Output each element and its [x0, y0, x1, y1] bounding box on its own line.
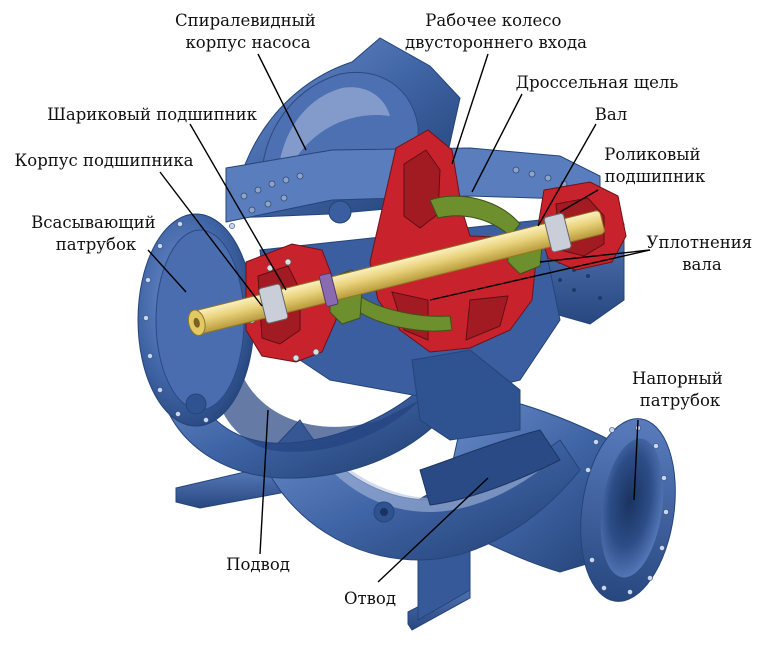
label-throttle-gap: Дроссельная щель	[516, 73, 679, 92]
casing-boss	[328, 200, 352, 224]
leader-shaft	[537, 123, 597, 227]
shaft-sleeve-right	[543, 213, 572, 253]
label-impeller: Рабочее колесо двустороннего входа	[405, 11, 587, 52]
leader-bearing-housing	[159, 171, 263, 307]
central-pedestal	[411, 349, 521, 441]
suction-boss	[185, 393, 207, 415]
inlet-bowl-shade	[214, 368, 420, 452]
label-inlet: Подвод	[226, 555, 290, 574]
leader-seal-left	[429, 249, 651, 301]
casing-flange-bolts	[240, 166, 568, 214]
leader-roller-bearing	[559, 189, 599, 213]
callout-labels: Спиралевидный корпус насоса Рабочее коле…	[14, 11, 758, 608]
outlet-channel-highlight	[316, 440, 540, 512]
label-bearing-housing: Корпус подшипника	[14, 151, 193, 170]
outlet-inner	[419, 429, 561, 506]
leader-ball-bearing	[189, 123, 287, 291]
shaft-sleeve-left	[258, 283, 289, 324]
label-outlet: Отвод	[344, 589, 396, 608]
leader-discharge-nozzle	[633, 419, 639, 501]
shaft-collar	[318, 272, 339, 307]
label-shaft-seals: Уплотнения вала	[647, 233, 758, 274]
leader-lines	[147, 53, 651, 583]
label-roller-bearing: Роликовый подшипник	[604, 145, 706, 186]
leader-inlet	[259, 409, 269, 555]
label-discharge-nozzle: Напорный патрубок	[632, 369, 728, 410]
label-suction-nozzle: Всасывающий патрубок	[31, 213, 161, 254]
leader-outlet	[377, 477, 489, 583]
leader-throttle-gap	[471, 93, 523, 193]
spiral-casing-dome-highlight	[280, 87, 390, 168]
impeller-section	[355, 129, 537, 353]
label-shaft: Вал	[595, 105, 627, 124]
leader-seal-right	[539, 249, 651, 263]
suction-flange-bolts	[143, 221, 235, 423]
shaft-group	[187, 210, 605, 337]
pump-illustration	[137, 37, 676, 631]
leader-spiral-casing	[257, 53, 307, 151]
label-ball-bearing: Шариковый подшипник	[47, 105, 258, 124]
label-spiral-casing: Спиралевидный корпус насоса	[175, 11, 321, 52]
discharge-flange-bolts	[585, 425, 669, 595]
leader-suction-nozzle	[147, 249, 187, 293]
discharge-opening	[600, 438, 664, 578]
leader-impeller	[451, 53, 489, 165]
